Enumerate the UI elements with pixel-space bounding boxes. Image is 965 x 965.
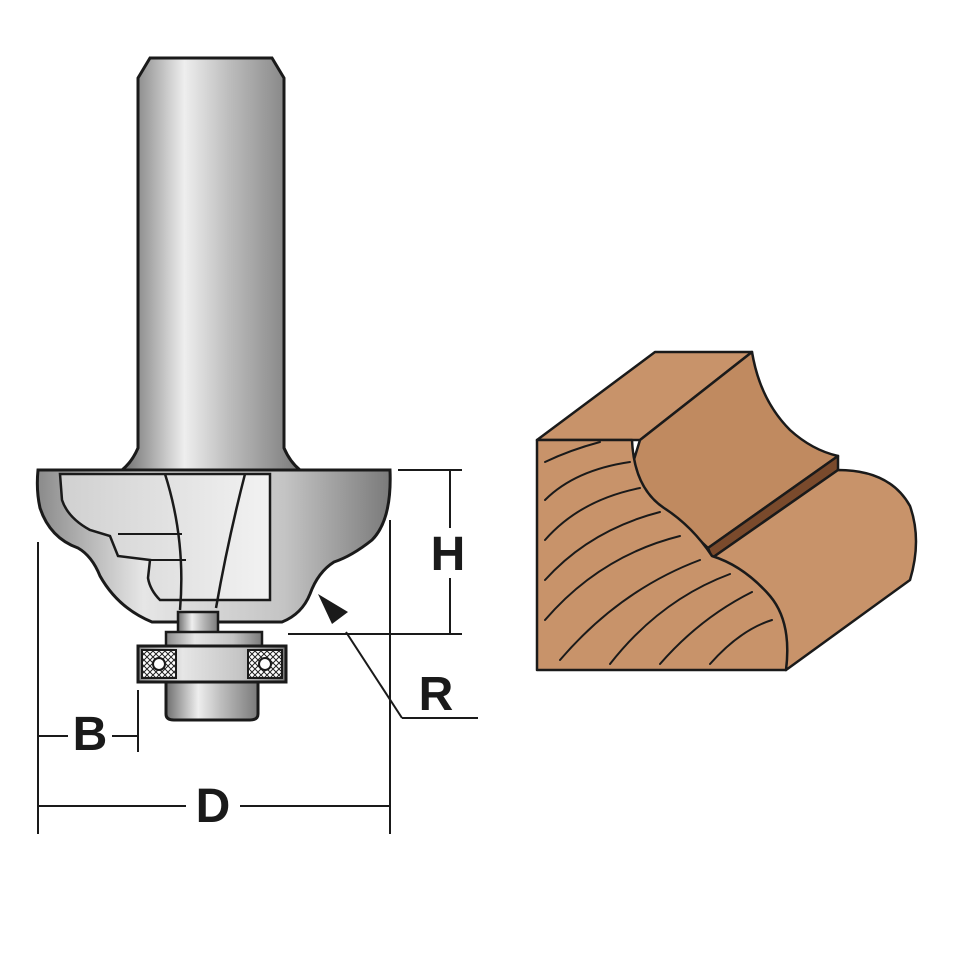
label-d: D bbox=[196, 780, 231, 833]
label-r: R bbox=[419, 668, 454, 721]
wood-grain-lines bbox=[544, 441, 773, 665]
wood-profile bbox=[535, 350, 918, 672]
label-b: B bbox=[73, 708, 108, 761]
radius-arrowhead bbox=[318, 594, 348, 624]
wood-end-grain bbox=[535, 438, 789, 672]
washer bbox=[164, 630, 264, 648]
bearing-neck bbox=[176, 610, 220, 636]
pilot-end bbox=[164, 680, 260, 722]
label-h: H bbox=[431, 528, 466, 581]
dimension-lines bbox=[37, 469, 478, 834]
shank bbox=[117, 56, 305, 472]
ball-bearing bbox=[136, 644, 288, 684]
router-bit bbox=[35, 56, 392, 722]
